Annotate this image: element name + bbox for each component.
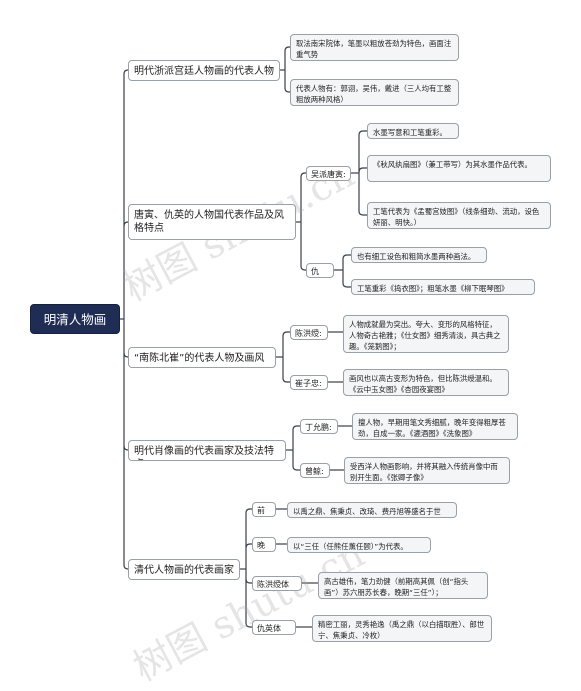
branch-3-group-2-label: 崔子忠: (290, 375, 328, 390)
branch-4-group-2-leaf-1: 受西洋人物画影响，并将其融入传统肖像中而别开生面。《张卿子像》 (344, 457, 510, 484)
branch-3-group-1-leaf-1: 人物成就最为突出。夸大、变形的风格特征，人物奇古艳雅；《仕女图》细秀清淡，具古典… (343, 315, 509, 353)
connector-line (123, 445, 129, 451)
connector-line (123, 221, 129, 227)
branch-2-group-1-label: 吴派唐寅: (306, 166, 351, 181)
connector-line (292, 425, 300, 431)
connector-line (282, 377, 290, 383)
branch-4-group-1-leaf-1: 擅人物，早期用笔文秀细腻，晚年变得粗厚苍劲，自成一家。《漉酒图》《洗象图》 (352, 413, 518, 440)
branch-2-group-1-leaf-1: 水墨写意和工笔重彩。 (367, 123, 459, 139)
connector-line (123, 352, 129, 358)
connector-line (245, 508, 252, 514)
connector-line (358, 167, 367, 173)
branch-4-title: 明代肖像画的代表画家及技法特点 (128, 440, 286, 461)
connector-line (245, 543, 252, 549)
branch-2-group-2-label: 仇英: (306, 263, 334, 278)
branch-5-title: 清代人物画的代表画家 (128, 559, 240, 580)
connector-line (245, 622, 252, 628)
connector-line (292, 465, 300, 471)
connector-line (123, 69, 129, 75)
branch-2-group-1-leaf-3: 工笔代表为《孟蜀宫妓图》（线条细劲、流动，设色妍丽、明快。） (367, 202, 551, 229)
branch-2-group-2-leaf-2: 工笔重彩《捣衣图》；粗笔水墨《柳下眠琴图》 (351, 279, 535, 295)
connector-line (358, 130, 367, 136)
branch-4-group-2-label: 曾鲸: (300, 463, 330, 478)
branch-5-group-4-leaf-1: 精密工丽，灵秀艳逸（禹之鼎（以白描取胜）、郎世宁、焦秉贞、冷枚） (312, 615, 492, 642)
connector-line (358, 210, 367, 216)
branch-2-group-1-leaf-2: 《秋风纨扇图》（兼工带写）为其水墨作品代表。 (367, 155, 551, 182)
branch-5-group-1-label: 前期 (252, 502, 276, 517)
connector-line (245, 578, 252, 584)
branch-5-group-2-label: 晚期 (252, 537, 276, 552)
branch-2-title: 唐寅、仇英的人物国代表作品及风格特点 (128, 204, 296, 240)
connector-line (123, 564, 129, 570)
branch-4-group-1-label: 丁允鹏: (300, 419, 338, 434)
root-node: 明清人物画 (30, 304, 120, 334)
connector-line (284, 46, 290, 52)
branch-5-group-3-label: 陈洪绶体系: (252, 576, 302, 591)
branch-3-group-2-leaf-1: 画风也以高古变形为特色，但比陈洪绶温和。《云中玉女图》《杏园夜宴图》 (343, 369, 509, 396)
connector-line (300, 172, 306, 178)
connector-line (282, 331, 290, 337)
branch-1-leaf-1: 取法南宋院体，笔墨以粗放苍劲为特色，画面注重气势 (290, 34, 459, 61)
connector-line (342, 282, 351, 288)
branch-5-group-4-label: 仇英体系: (252, 620, 296, 635)
connector-line (300, 265, 306, 271)
connector-line (342, 254, 351, 260)
branch-5-group-1-leaf-1: 以禹之鼎、焦秉贞、改琦、费丹旭等盛名于世 (287, 502, 457, 518)
branch-3-title: “南陈北崔”的代表人物及画风 (128, 347, 276, 368)
branch-5-group-3-leaf-1: 高古雄伟，笔力劲健（前期高其佩（创“指头画”）苏六朋苏长春，晚期“三任”）； (318, 572, 488, 599)
branch-3-group-1-label: 陈洪绶: (290, 325, 328, 340)
branch-2-group-2-leaf-1: 也有细工设色和粗简水墨两种画法。 (351, 247, 487, 263)
branch-1-title: 明代浙派宫廷人物画的代表人物 (128, 60, 280, 81)
connector-lines (120, 46, 367, 628)
branch-1-leaf-2: 代表人物有：郭诩，吴伟，戴进（三人均有工整粗放两种风格） (290, 79, 459, 106)
connector-line (284, 87, 290, 93)
branch-5-group-2-leaf-1: 以“三任（任熊任薰任颐）”为代表。 (287, 537, 431, 553)
